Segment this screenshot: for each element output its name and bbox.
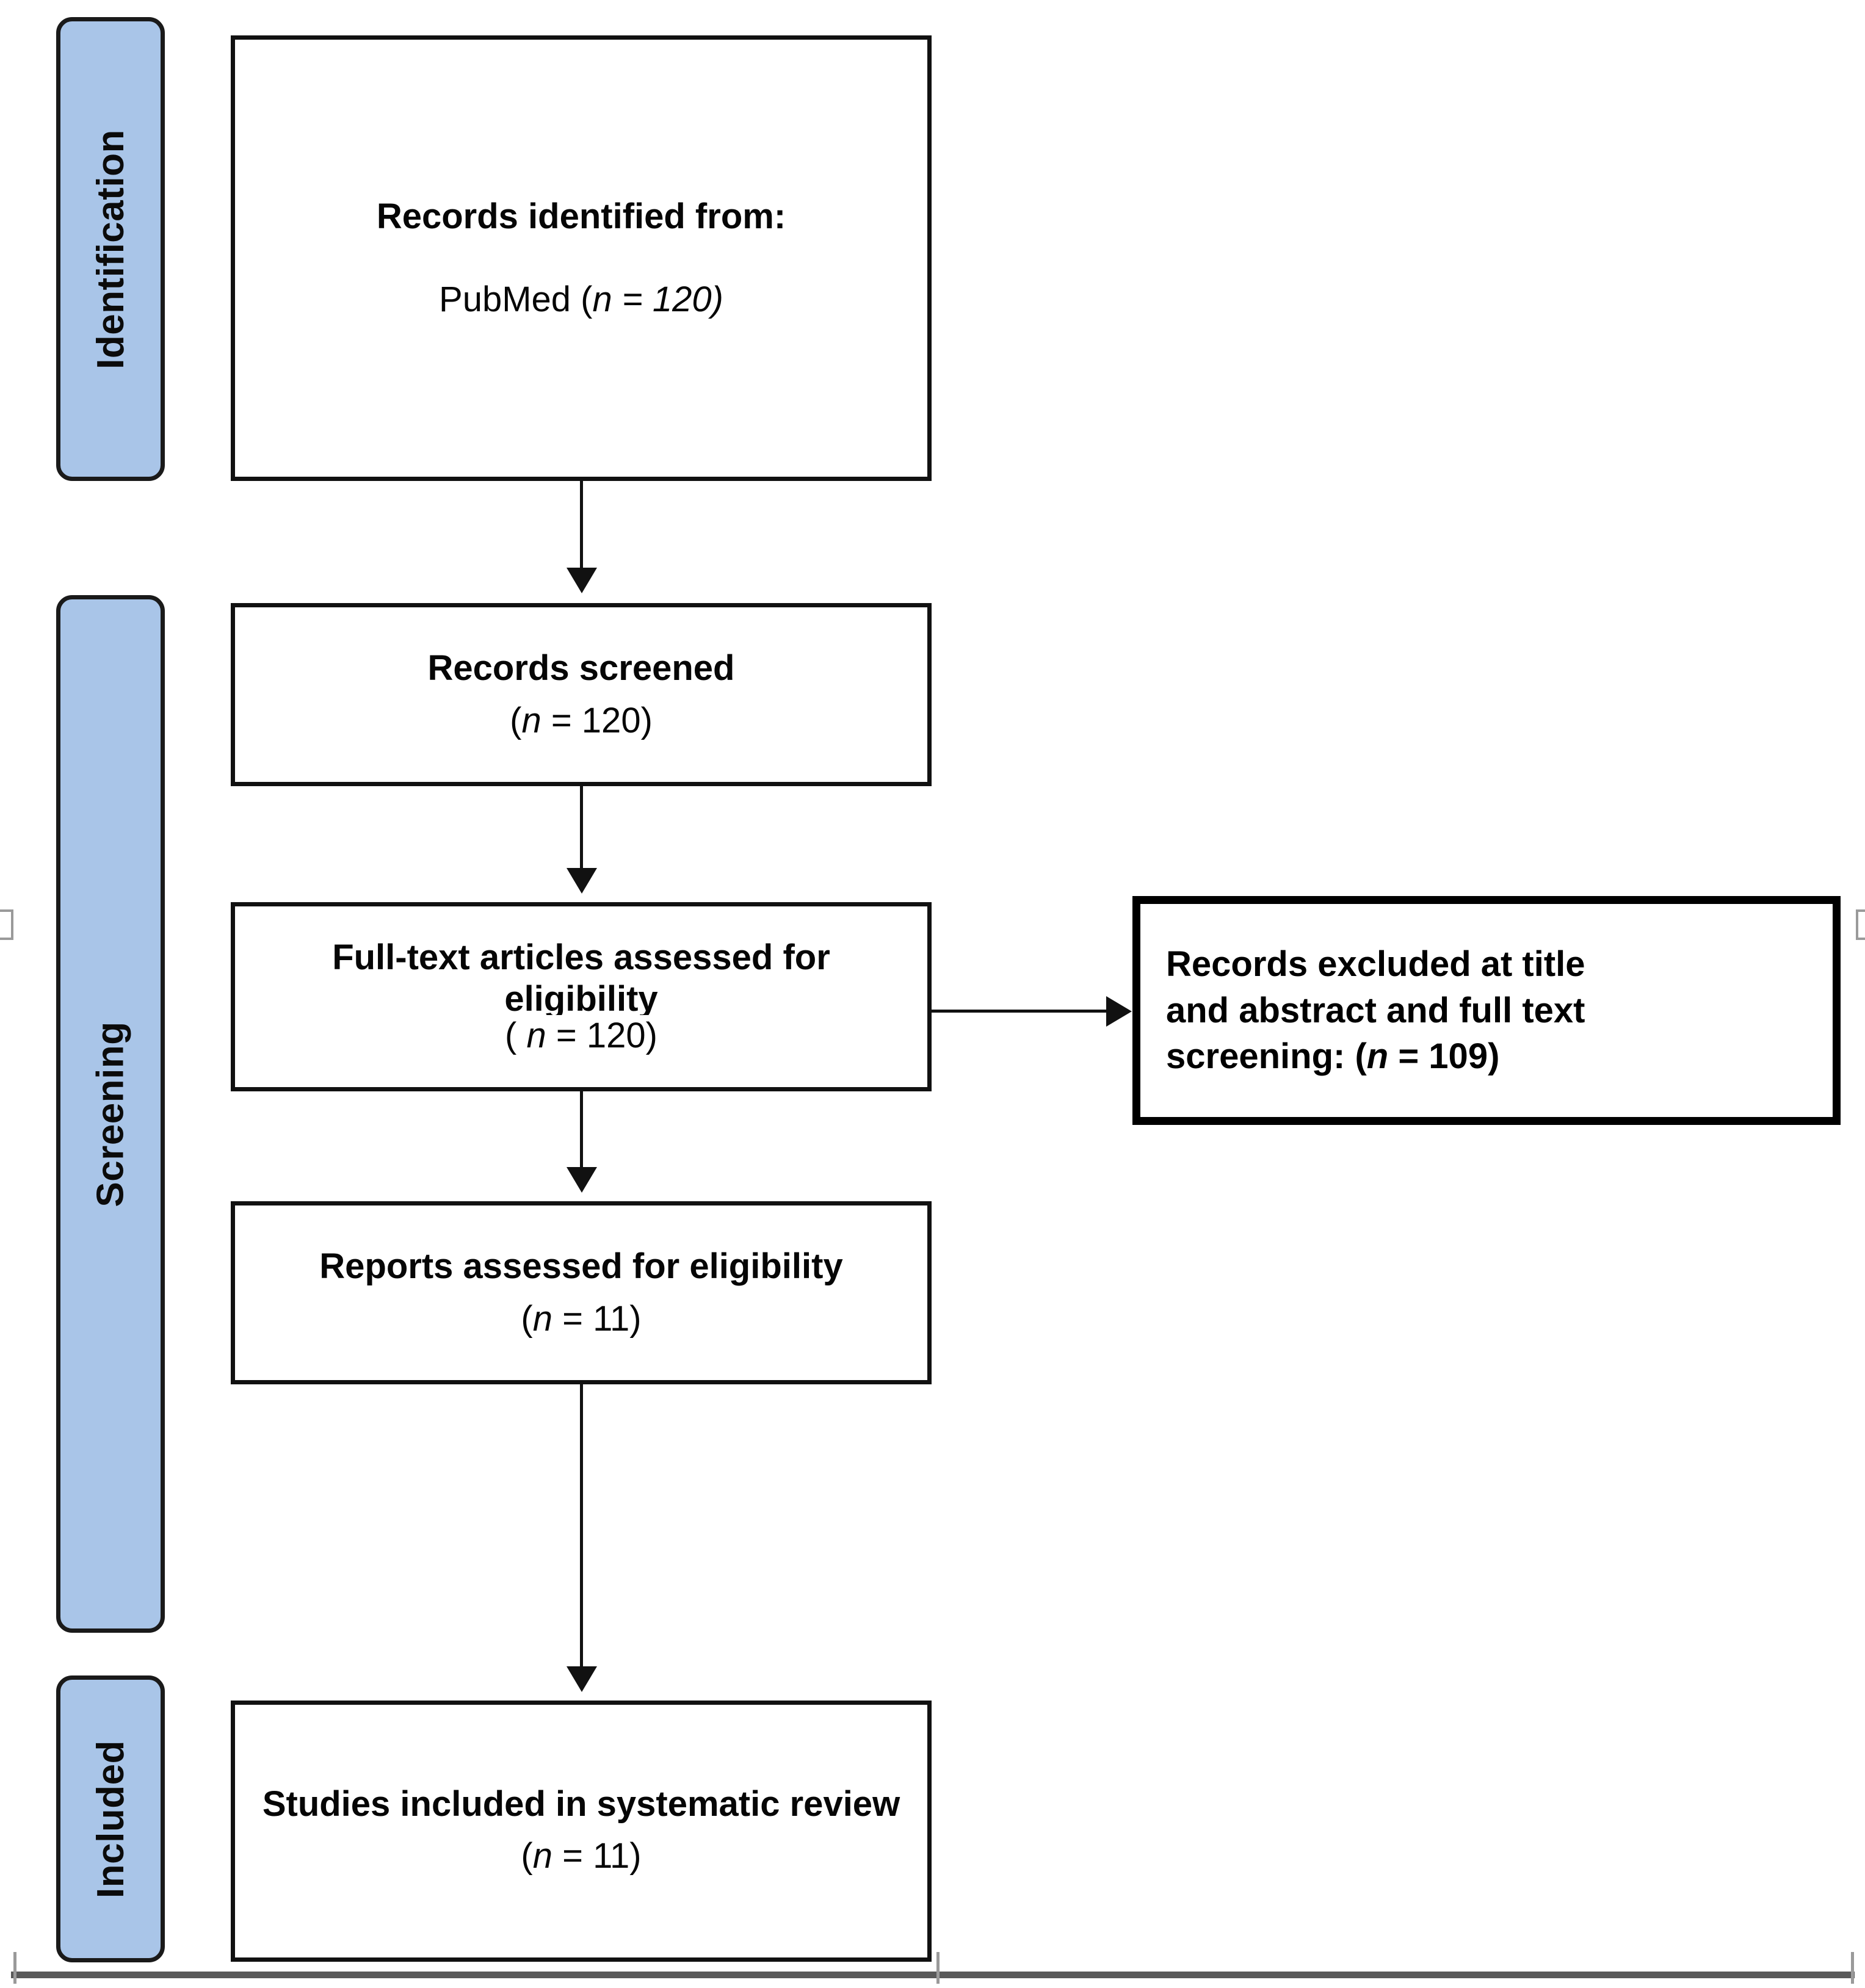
connector-fulltext-to-reports bbox=[580, 1091, 583, 1177]
arrowhead-down-icon bbox=[567, 1666, 597, 1692]
studies-included-title: Studies included in systematic review bbox=[262, 1784, 900, 1824]
records-screened-n-symbol: n bbox=[521, 701, 541, 740]
box-records-identified: Records identified from: PubMed (n = 120… bbox=[231, 35, 932, 481]
baseline-tick-right bbox=[1851, 1952, 1854, 1984]
fulltext-title-clip: Full-text articles assessed for eligibil… bbox=[252, 937, 910, 1015]
stage-label-identification: Identification bbox=[89, 129, 132, 369]
box-records-excluded: Records excluded at title and abstract a… bbox=[1132, 896, 1841, 1125]
fulltext-assessed-title: Full-text articles assessed for eligibil… bbox=[332, 937, 830, 1015]
fulltext-assessed-count: ( n = 120) bbox=[505, 1015, 657, 1057]
studies-included-count: (n = 11) bbox=[521, 1835, 641, 1877]
box-reports-assessed: Reports assessed for eligibility (n = 11… bbox=[231, 1201, 932, 1384]
records-identified-source: PubMed (n = 120) bbox=[439, 279, 723, 320]
stage-bar-identification: Identification bbox=[56, 17, 165, 481]
crop-mark-left bbox=[0, 909, 13, 940]
connector-identified-to-screened bbox=[580, 481, 583, 577]
reports-paren-open: ( bbox=[521, 1299, 533, 1339]
records-excluded-text: Records excluded at title and abstract a… bbox=[1166, 941, 1585, 1079]
stage-label-screening: Screening bbox=[89, 1021, 132, 1207]
baseline-tick-left bbox=[13, 1952, 16, 1984]
records-identified-source-count: n = 120) bbox=[592, 280, 723, 319]
records-excluded-line1: Records excluded at title bbox=[1166, 944, 1585, 985]
connector-screened-to-fulltext bbox=[580, 786, 583, 878]
connector-reports-to-included bbox=[580, 1384, 583, 1676]
stage-bar-included: Included bbox=[56, 1675, 165, 1962]
studies-included-n-symbol: n bbox=[532, 1836, 552, 1876]
box-records-screened: Records screened (n = 120) bbox=[231, 603, 932, 786]
connector-fulltext-to-excluded bbox=[932, 1010, 1109, 1013]
stage-label-included: Included bbox=[89, 1740, 132, 1898]
records-identified-title: Records identified from: bbox=[376, 196, 786, 236]
fulltext-n-value: = 120) bbox=[546, 1015, 657, 1055]
studies-included-paren-open: ( bbox=[521, 1836, 533, 1876]
records-screened-title: Records screened bbox=[427, 648, 735, 688]
records-screened-n-value: = 120) bbox=[541, 701, 653, 740]
crop-mark-right bbox=[1856, 909, 1865, 940]
records-excluded-line2: and abstract and full text bbox=[1166, 990, 1585, 1030]
fulltext-paren-open: ( bbox=[505, 1015, 527, 1055]
arrowhead-down-icon bbox=[567, 868, 597, 894]
studies-included-n-value: = 11) bbox=[552, 1836, 642, 1876]
records-identified-source-prefix: PubMed ( bbox=[439, 280, 593, 319]
arrowhead-down-icon bbox=[567, 568, 597, 593]
records-screened-count: (n = 120) bbox=[510, 700, 653, 742]
reports-n-value: = 11) bbox=[552, 1299, 642, 1339]
records-screened-paren-open: ( bbox=[510, 701, 522, 740]
arrowhead-down-icon bbox=[567, 1167, 597, 1193]
fulltext-n-symbol: n bbox=[526, 1015, 546, 1055]
baseline-tick-middle bbox=[936, 1952, 940, 1984]
arrowhead-right-icon bbox=[1106, 996, 1132, 1027]
records-excluded-line3-prefix: screening: bbox=[1166, 1036, 1355, 1077]
reports-assessed-count: (n = 11) bbox=[521, 1298, 641, 1340]
records-excluded-n-symbol: n bbox=[1366, 1036, 1389, 1077]
reports-n-symbol: n bbox=[532, 1299, 552, 1339]
records-excluded-n-value: = 109) bbox=[1388, 1036, 1500, 1077]
box-fulltext-assessed: Full-text articles assessed for eligibil… bbox=[231, 902, 932, 1091]
stage-bar-screening: Screening bbox=[56, 595, 165, 1633]
page-baseline-rule bbox=[11, 1972, 1855, 1978]
reports-assessed-title: Reports assessed for eligibility bbox=[319, 1246, 843, 1286]
box-studies-included: Studies included in systematic review (n… bbox=[231, 1701, 932, 1962]
records-excluded-paren-open: ( bbox=[1355, 1036, 1367, 1077]
